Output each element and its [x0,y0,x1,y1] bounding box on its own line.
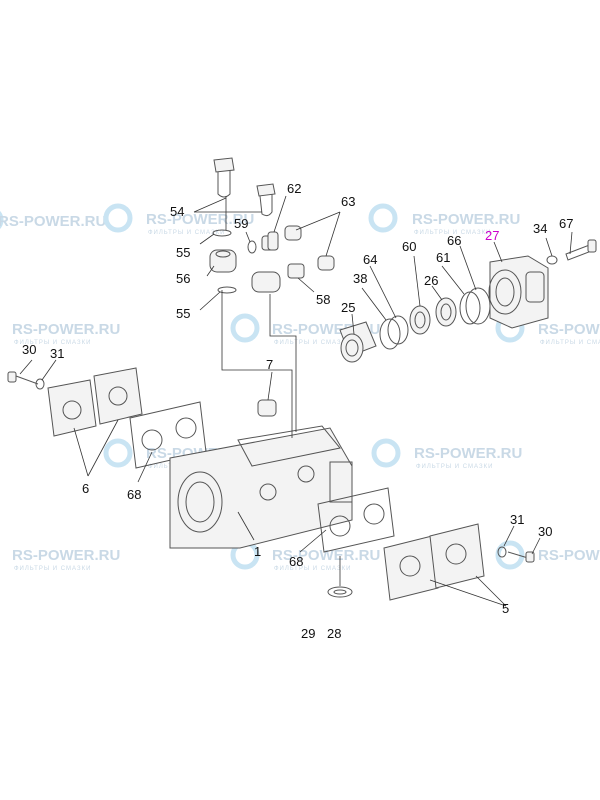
callout-labels: 54 62 63 59 55 56 58 55 67 34 27 66 60 6… [22,181,573,641]
assembly-lines [221,196,341,586]
watermark-tagline: ФИЛЬТРЫ И СМАЗКИ [274,566,351,572]
label-55-lower: 55 [176,306,190,321]
label-34: 34 [533,221,547,236]
part-56-banjo-fitting [209,249,281,293]
label-54: 54 [170,204,184,219]
watermark-brand: RS-POWER.RU [538,321,600,338]
watermark-brand: RS-POWER.RU [412,211,520,228]
part-38-o-ring [379,318,401,350]
part-58-nipple [287,263,305,279]
label-62: 62 [287,181,301,196]
label-58: 58 [316,292,330,307]
part-54-bolts [213,157,276,217]
leader-lines [19,195,573,607]
part-30-bolt-right [507,551,535,563]
watermark-bottom-right: RS-POWER.RU [495,540,600,570]
part-6-covers-left [47,367,143,437]
watermark-top-left: RS-POWER.RU [0,210,106,230]
part-34-washer [546,255,558,265]
part-63-nuts [284,225,335,271]
watermark-brand: RS-POWER.RU [414,445,522,462]
watermark-logo-icon [0,210,4,230]
watermark-mid-left: RS-POWER.RU ФИЛЬТРЫ И СМАЗКИ [12,321,120,346]
watermark-logo-icon [230,313,260,343]
watermark-tagline: ФИЛЬТРЫ И СМАЗКИ [148,230,225,236]
label-27: 27 [485,228,499,243]
label-59: 59 [234,216,248,231]
part-1-housing [169,425,353,549]
watermark-tagline: ФИЛЬТРЫ И СМАЗКИ [274,340,351,346]
label-68-left: 68 [127,487,141,502]
part-68-gasket-right [317,487,395,553]
part-31-washer-left [35,378,45,390]
part-61-o-ring [459,291,481,325]
watermark-logo-icon [495,540,525,570]
label-7: 7 [266,357,273,372]
watermark-logo-icon [371,438,401,468]
part-59-o-ring [247,240,257,254]
watermark-logo-icon [103,438,133,468]
part-31-washer-right [497,546,507,558]
watermark-center-right: RS-POWER.RU ФИЛЬТРЫ И СМАЗКИ [371,438,522,470]
label-25: 25 [341,300,355,315]
label-30-right: 30 [538,524,552,539]
part-29-28-washer [327,586,353,598]
label-29: 29 [301,626,315,641]
part-30-bolt-left [7,371,39,385]
watermark-brand: RS-POWER.RU [538,547,600,564]
label-31-right: 31 [510,512,524,527]
watermark-tagline: ФИЛЬТРЫ И СМАЗКИ [416,464,493,470]
part-66-o-ring [465,287,491,325]
watermark-top-right: RS-POWER.RU ФИЛЬТРЫ И СМАЗКИ [368,203,520,236]
label-67: 67 [559,216,573,231]
label-55-upper: 55 [176,245,190,260]
part-5-covers-right [383,523,485,601]
label-68-right: 68 [289,554,303,569]
part-27-cover-flange [488,255,549,329]
label-56: 56 [176,271,190,286]
label-5: 5 [502,601,509,616]
label-64: 64 [363,252,377,267]
label-31-left: 31 [50,346,64,361]
part-64-o-ring [387,315,409,345]
part-67-bolt [565,239,597,261]
watermark-tagline: ФИЛЬТРЫ И СМАЗКИ [540,340,600,346]
label-61: 61 [436,250,450,265]
part-55-o-ring-lower [217,286,237,294]
watermark-brand: RS-POWER.RU [12,547,120,564]
part-62-fitting [261,231,279,251]
label-26: 26 [424,273,438,288]
part-25-sleeve [339,321,377,363]
label-63: 63 [341,194,355,209]
watermark-bottom-left: RS-POWER.RU ФИЛЬТРЫ И СМАЗКИ [12,547,120,572]
watermark-logo-icon [103,203,133,233]
watermark-brand: RS-POWER.RU [146,211,254,228]
part-60-bearing [409,305,431,335]
part-55-o-ring-upper [212,229,232,237]
label-6: 6 [82,481,89,496]
part-7-plug [257,399,277,417]
watermark-brand: RS-POWER.RU [272,547,380,564]
watermark-brand: RS-POWER.RU [12,321,120,338]
watermark-tagline: ФИЛЬТРЫ И СМАЗКИ [414,230,491,236]
part-26-bearing [435,297,457,327]
label-66: 66 [447,233,461,248]
watermark-top-center: RS-POWER.RU ФИЛЬТРЫ И СМАЗКИ [103,203,254,236]
label-60: 60 [402,239,416,254]
watermark-brand: RS-POWER.RU [0,213,106,230]
watermark-tagline: ФИЛЬТРЫ И СМАЗКИ [14,340,91,346]
watermark-logo-icon [368,203,398,233]
label-30-left: 30 [22,342,36,357]
watermark-tagline: ФИЛЬТРЫ И СМАЗКИ [14,566,91,572]
label-38: 38 [353,271,367,286]
label-1: 1 [254,544,261,559]
label-28: 28 [327,626,341,641]
